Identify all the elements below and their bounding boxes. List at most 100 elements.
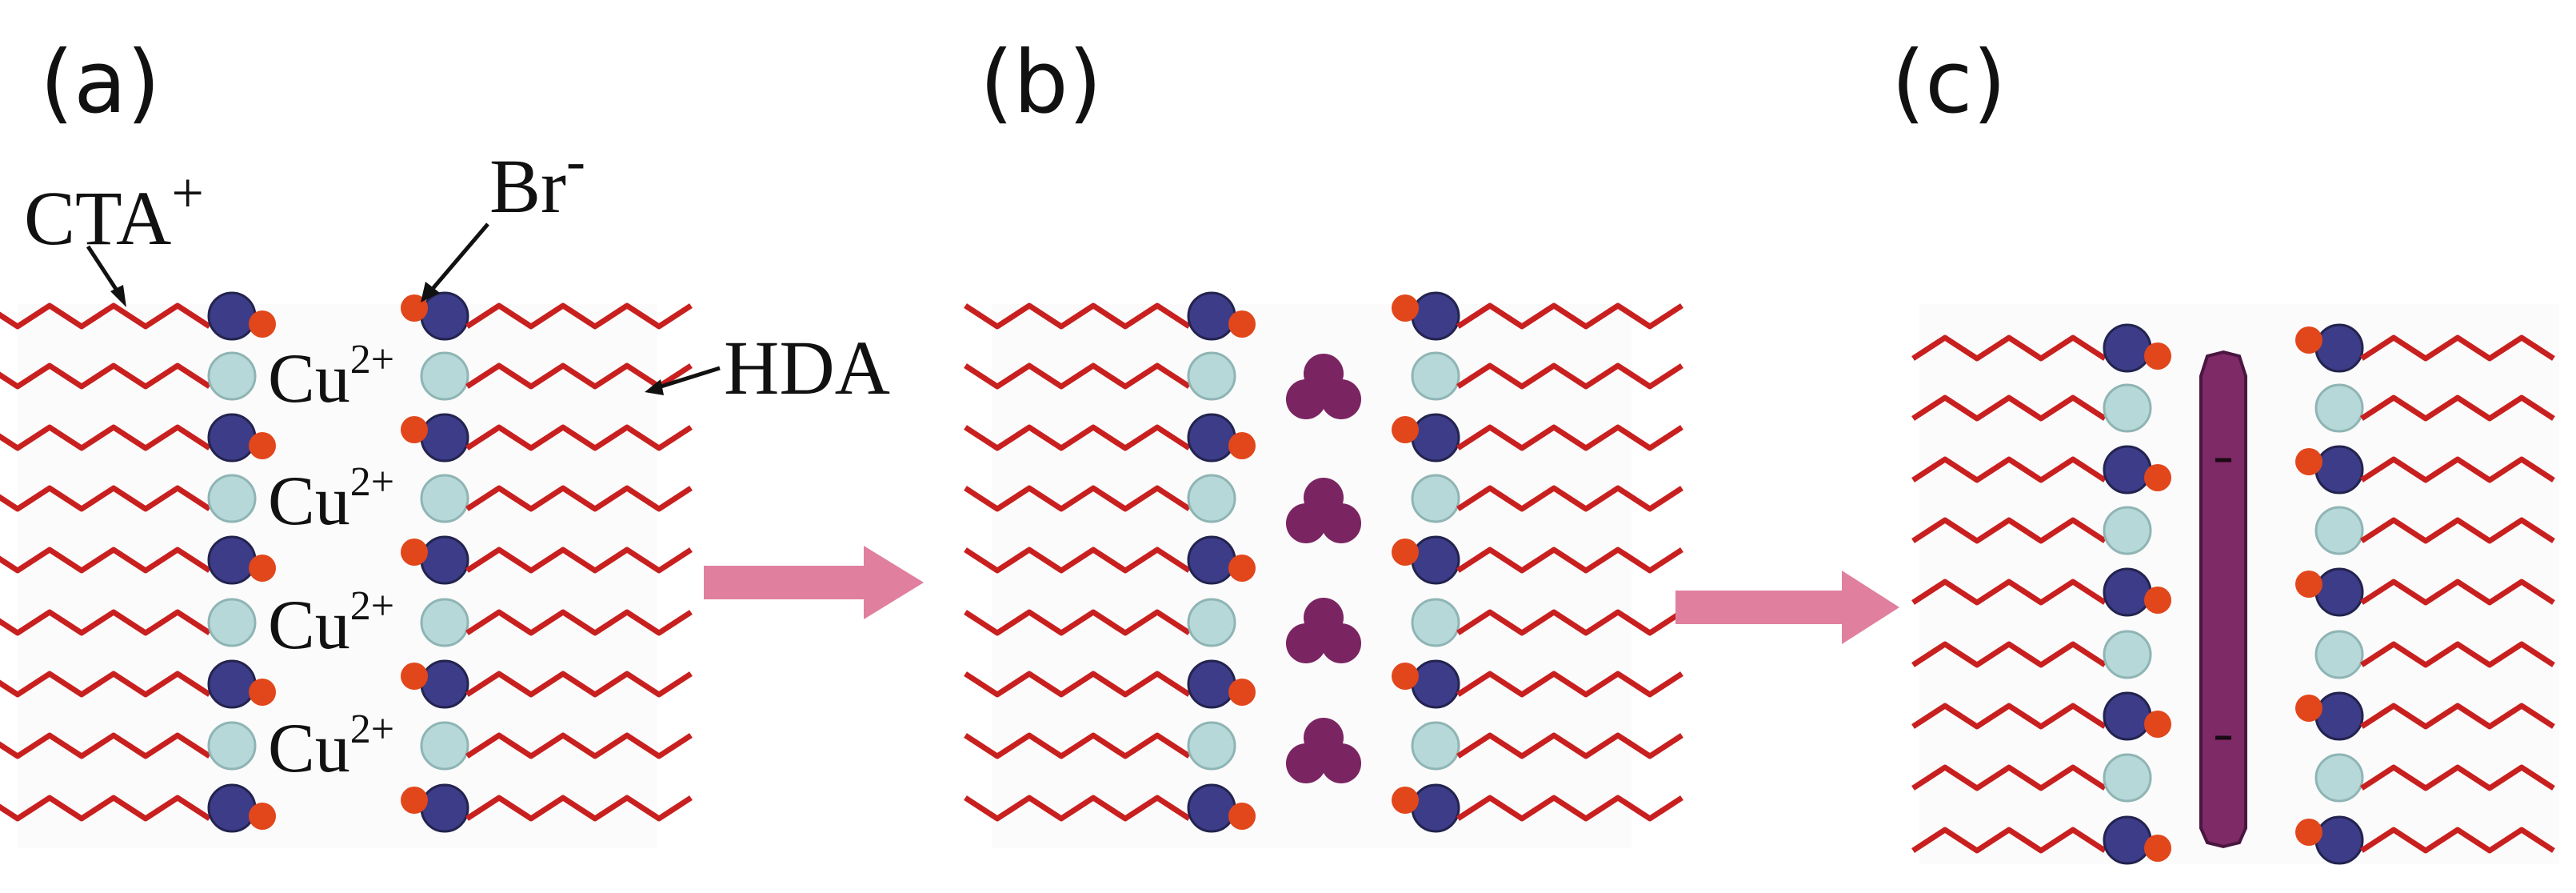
surfactant-chain <box>0 732 211 759</box>
hda-head <box>1187 351 1236 401</box>
bromide-ion <box>1392 787 1419 814</box>
bromide-ion <box>2144 711 2171 738</box>
right-arrow-icon <box>1675 571 1899 644</box>
hda-label: HDA <box>724 325 890 410</box>
br-pointer <box>430 222 489 291</box>
bromide-ion <box>1392 294 1419 322</box>
cta-pointer-head <box>110 285 126 307</box>
panel-label-c: (c) <box>1891 33 2007 133</box>
cu-ion-label: Cu2+ <box>268 583 394 664</box>
bromide-ion <box>401 416 428 443</box>
surfactant-chain <box>1911 456 2107 483</box>
cu-ion-labels: Cu2+ Cu2+ Cu2+ Cu2+ <box>268 337 394 787</box>
surfactant-chain <box>465 424 693 451</box>
surfactant-chain <box>964 302 1191 330</box>
cta-head <box>420 659 469 709</box>
hda-head <box>420 351 469 401</box>
hda-head <box>207 598 257 647</box>
bromide-ion <box>1392 663 1419 690</box>
bromide-ion <box>249 432 276 459</box>
cu-ion-label: Cu2+ <box>268 337 394 418</box>
surfactant-chain <box>1911 764 2107 791</box>
hda-head <box>2103 753 2152 803</box>
surfactant-chain <box>964 547 1191 574</box>
cta-label: CTA+ <box>24 161 204 261</box>
cta-head <box>207 291 257 341</box>
bromide-ion <box>249 679 276 706</box>
bromide-ion <box>1228 310 1256 338</box>
bromide-ion <box>249 803 276 830</box>
cta-head <box>2314 691 2364 741</box>
cta-head <box>2314 567 2364 617</box>
surfactant-chain <box>964 732 1191 759</box>
cta-head <box>2314 323 2364 373</box>
cta-head <box>207 535 257 585</box>
cta-head <box>2103 815 2152 865</box>
cu-ion-label: Cu2+ <box>268 707 394 787</box>
bromide-ion <box>1228 432 1256 459</box>
surfactant-chain <box>964 795 1191 822</box>
bromide-ion <box>1392 416 1419 443</box>
hda-head <box>1411 474 1460 523</box>
surfactant-chain <box>2360 764 2555 791</box>
bromide-ion <box>249 310 276 338</box>
bromide-ion <box>1228 679 1256 706</box>
surfactant-chain <box>465 732 693 759</box>
bromide-ion <box>2295 819 2322 846</box>
surfactant-chain <box>1911 517 2107 544</box>
surfactant-chain <box>465 485 693 512</box>
hda-head <box>2103 383 2152 433</box>
surfactant-chain <box>1911 703 2107 730</box>
panel-a-backdrop <box>18 304 657 848</box>
hda-head <box>2103 506 2152 555</box>
cta-head <box>2103 691 2152 741</box>
cta-head <box>420 535 469 585</box>
surfactant-chain <box>1456 795 1683 822</box>
hda-head <box>1187 721 1236 771</box>
bromide-ion <box>2295 695 2322 722</box>
surfactant-chain <box>2360 334 2555 362</box>
hda-head <box>1411 351 1460 401</box>
surfactant-chain <box>1456 671 1683 698</box>
surfactant-chain <box>0 302 211 330</box>
hda-head <box>1411 721 1460 771</box>
cta-head <box>2314 815 2364 865</box>
bromide-ion <box>401 539 428 566</box>
hda-pointer <box>655 366 721 390</box>
hda-head <box>2314 753 2364 803</box>
surfactant-chain <box>465 795 693 822</box>
bromide-ion <box>2144 464 2171 491</box>
cta-head <box>420 291 469 341</box>
surfactant-chain <box>465 362 693 390</box>
bromide-ion <box>401 787 428 814</box>
hda-head <box>2314 630 2364 679</box>
hda-pointer-head <box>645 379 664 395</box>
bromide-ion <box>2295 326 2322 354</box>
trimer-cluster-icon <box>1286 718 1361 783</box>
surfactant-chain <box>1911 334 2107 362</box>
surfactant-chain <box>465 609 693 636</box>
nanowire-rod-icon <box>2199 350 2247 849</box>
surfactant-chain <box>0 362 211 390</box>
hda-head <box>420 721 469 771</box>
surfactant-chain <box>1911 641 2107 668</box>
surfactant-chain <box>1456 547 1683 574</box>
hda-head <box>1411 598 1460 647</box>
cta-head <box>207 783 257 833</box>
surfactant-chain <box>1456 485 1683 512</box>
surfactant-chain <box>2360 703 2555 730</box>
bromide-ion <box>2144 342 2171 370</box>
hda-head <box>2103 630 2152 679</box>
cu-ion-label: Cu2+ <box>268 459 394 540</box>
surfactant-chain <box>2360 517 2555 544</box>
br-pointer-head <box>421 282 440 302</box>
cta-head <box>207 659 257 709</box>
cta-head <box>2103 567 2152 617</box>
trimer-clusters <box>1286 354 1361 783</box>
cta-head <box>1411 783 1460 833</box>
cta-head <box>1187 413 1236 463</box>
surfactant-chain <box>0 671 211 698</box>
cta-head <box>420 783 469 833</box>
surfactant-chain <box>1456 362 1683 390</box>
panel-label-b: (b) <box>980 33 1102 133</box>
